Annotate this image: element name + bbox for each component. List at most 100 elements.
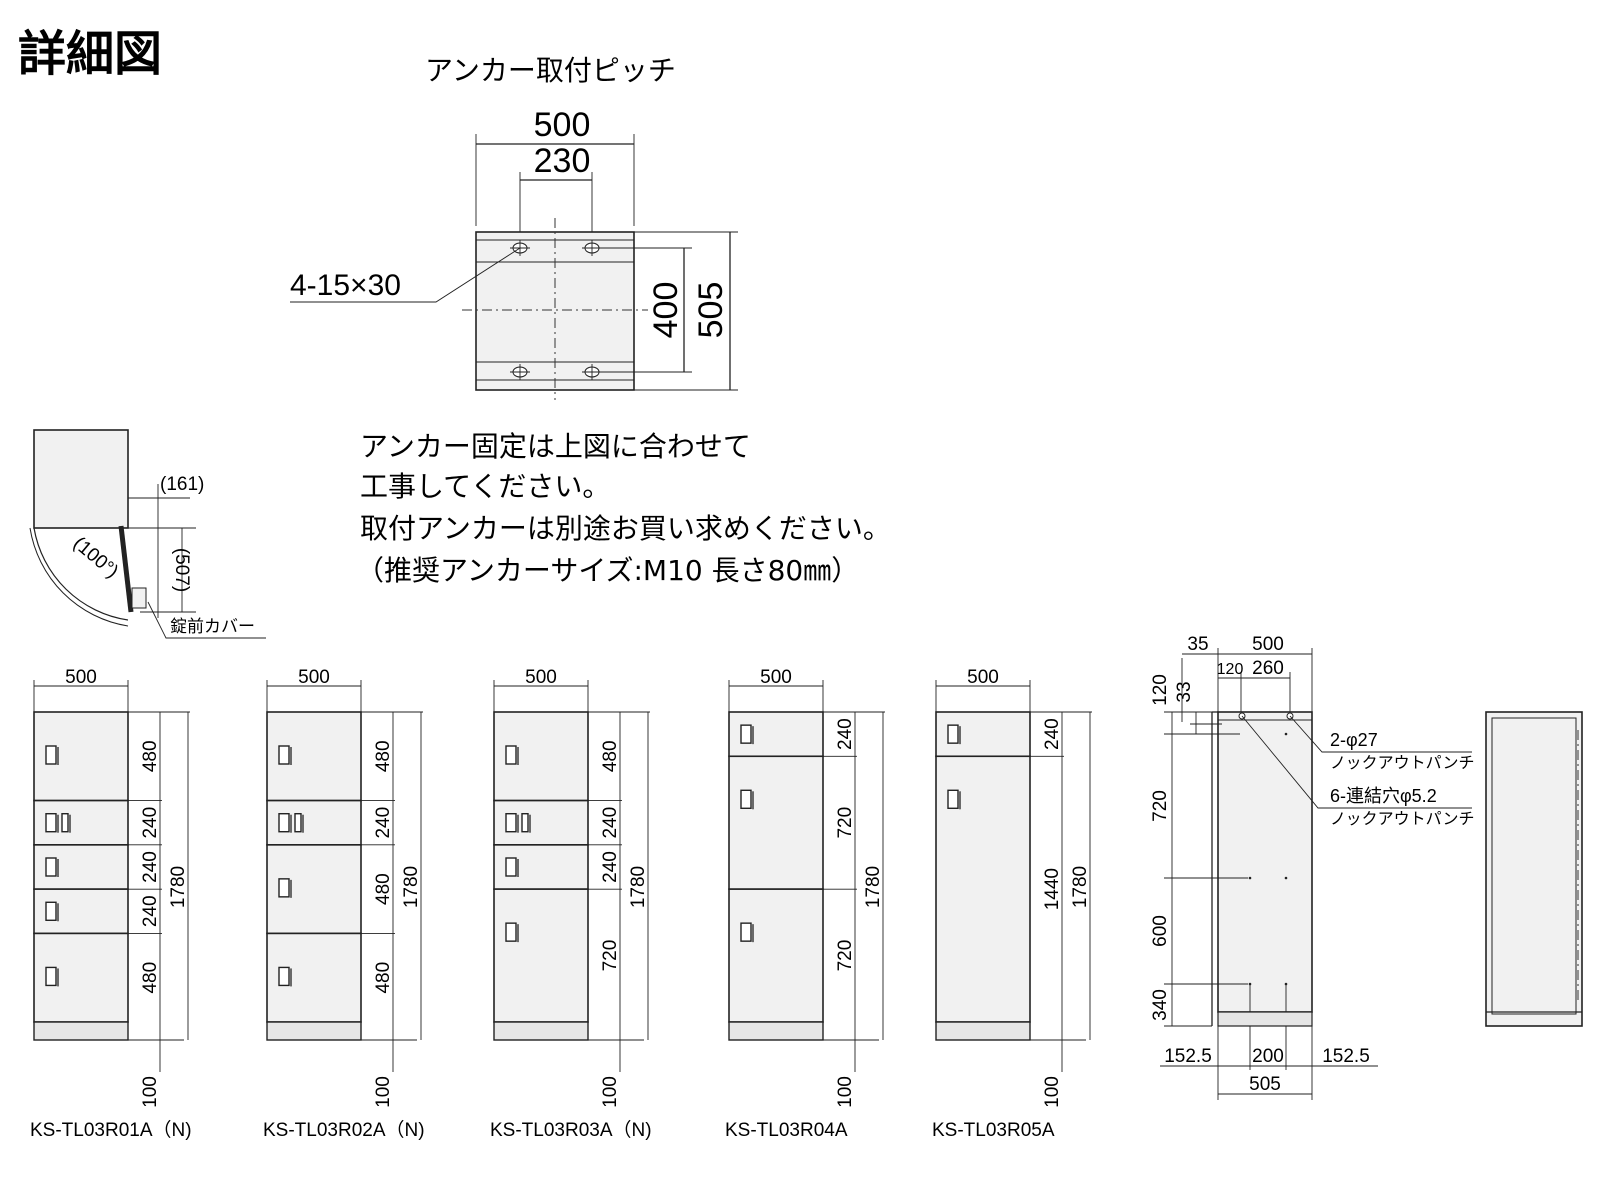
- compartment-door: [728, 755, 824, 890]
- cabinet-plan: [33, 429, 129, 529]
- lock-icon: [740, 724, 752, 744]
- total-height-label: 1780: [401, 866, 422, 908]
- slot-label: 4-15×30: [290, 269, 401, 302]
- lock-icon: [740, 789, 752, 809]
- compartment-height-label: 240: [835, 718, 856, 750]
- model-name-label: KS-TL03R01A（N): [30, 1119, 192, 1141]
- lock-icon: [278, 878, 290, 898]
- swing-arc: [33, 527, 129, 621]
- compartment-height-label: 480: [140, 740, 161, 772]
- lock-icon: [45, 901, 57, 921]
- lock-icon: [45, 966, 57, 987]
- lock-icon: [278, 813, 290, 833]
- plinth-base: [728, 1021, 824, 1041]
- callout-leader: [1289, 715, 1472, 753]
- connecting-hole: [1284, 876, 1288, 880]
- note-line: （推奨アンカーサイズ:M10 長さ80㎜）: [356, 554, 859, 587]
- compartment-door: [493, 888, 589, 1023]
- note-line: 工事してください。: [360, 470, 610, 503]
- swing-arc: [29, 527, 129, 627]
- door-swing-plan: (161) (507) (100°) 錠前カバー: [29, 429, 266, 639]
- dial-lock-icon: [294, 813, 302, 833]
- dim-500-label: 500: [534, 106, 591, 144]
- lock-icon: [505, 922, 517, 942]
- total-height-label: 1780: [1070, 866, 1091, 908]
- dim-230-label: 230: [534, 142, 591, 180]
- side-view: 35 500 120 260 120 33 720 600 340: [1150, 634, 1474, 1100]
- callout-label: ノックアウトパンチ: [1330, 809, 1474, 828]
- side-dim-label: 120: [1150, 674, 1171, 706]
- compartment-height-label: 1440: [1042, 868, 1063, 910]
- compartment-height-label: 480: [373, 962, 394, 994]
- door-offset-label: (161): [160, 474, 204, 495]
- lock-icon: [45, 857, 57, 877]
- compartment-height-label: 240: [600, 851, 621, 883]
- side-dim-label: 33: [1174, 681, 1195, 702]
- base-height-label: 100: [600, 1076, 621, 1108]
- door-angle-label: (100°): [69, 533, 122, 582]
- back-panel: [1485, 711, 1583, 1027]
- compartment-height-label: 240: [140, 807, 161, 839]
- lock-icon: [947, 789, 959, 809]
- dim-505-label: 505: [692, 282, 730, 339]
- plinth-base: [266, 1021, 362, 1041]
- anchor-slot: [510, 364, 530, 380]
- lock-icon: [505, 813, 517, 833]
- compartment-height-label: 720: [600, 940, 621, 972]
- base-height-label: 100: [835, 1076, 856, 1108]
- model-name-label: KS-TL03R05A: [932, 1120, 1055, 1141]
- base-height-label: 100: [373, 1076, 394, 1108]
- lock-icon: [505, 745, 517, 765]
- connecting-hole: [1248, 876, 1252, 880]
- lock-icon: [740, 922, 752, 942]
- lock-icon: [947, 724, 959, 744]
- side-dim-label: 120: [1217, 661, 1244, 678]
- side-dim-label: 720: [1150, 790, 1171, 822]
- compartment-height-label: 480: [140, 962, 161, 994]
- side-dim-label: 340: [1150, 989, 1171, 1021]
- side-dim-label: 500: [1252, 634, 1284, 655]
- plinth-base: [935, 1021, 1031, 1041]
- lock-icon: [278, 966, 290, 987]
- side-base: [1217, 1011, 1313, 1027]
- open-door: [118, 525, 134, 613]
- compartment-height-label: 240: [600, 807, 621, 839]
- model-name-label: KS-TL03R04A: [725, 1120, 848, 1141]
- total-height-label: 1780: [168, 866, 189, 908]
- plinth-base: [493, 1021, 589, 1041]
- compartment-door: [728, 888, 824, 1023]
- dial-lock-icon: [61, 813, 69, 833]
- compartment-height-label: 240: [1042, 718, 1063, 750]
- compartment-height-label: 480: [373, 873, 394, 905]
- anchor-heading: アンカー取付ピッチ: [425, 54, 676, 87]
- compartment-height-label: 720: [835, 807, 856, 839]
- width-label: 500: [760, 667, 792, 688]
- model-name-label: KS-TL03R02A（N): [263, 1119, 425, 1141]
- compartment-height-label: 720: [835, 940, 856, 972]
- total-height-label: 1780: [628, 866, 649, 908]
- lock-cover-plan: [131, 587, 147, 609]
- side-dim-label: 35: [1187, 634, 1208, 655]
- base-height-label: 100: [1042, 1076, 1063, 1108]
- callout-label: ノックアウトパンチ: [1330, 753, 1474, 772]
- plinth-base: [33, 1021, 129, 1041]
- lock-cover-leader: [147, 601, 266, 639]
- width-label: 500: [967, 667, 999, 688]
- side-dim-label: 200: [1252, 1046, 1284, 1067]
- note-line: アンカー固定は上図に合わせて: [360, 430, 751, 463]
- installation-notes: アンカー固定は上図に合わせて 工事してください。 取付アンカーは別途お買い求めく…: [356, 430, 891, 587]
- back-view: [1485, 711, 1583, 1027]
- side-dim-label: 152.5: [1322, 1046, 1370, 1067]
- anchor-slot: [582, 240, 602, 256]
- width-label: 500: [525, 667, 557, 688]
- dial-lock-icon: [521, 813, 529, 833]
- anchor-pitch-drawing: アンカー取付ピッチ 500 230 400 505 4-15×30: [290, 54, 738, 400]
- total-height-label: 1780: [863, 866, 884, 908]
- door-depth-label: (507): [171, 548, 192, 592]
- dim-400-label: 400: [647, 282, 685, 339]
